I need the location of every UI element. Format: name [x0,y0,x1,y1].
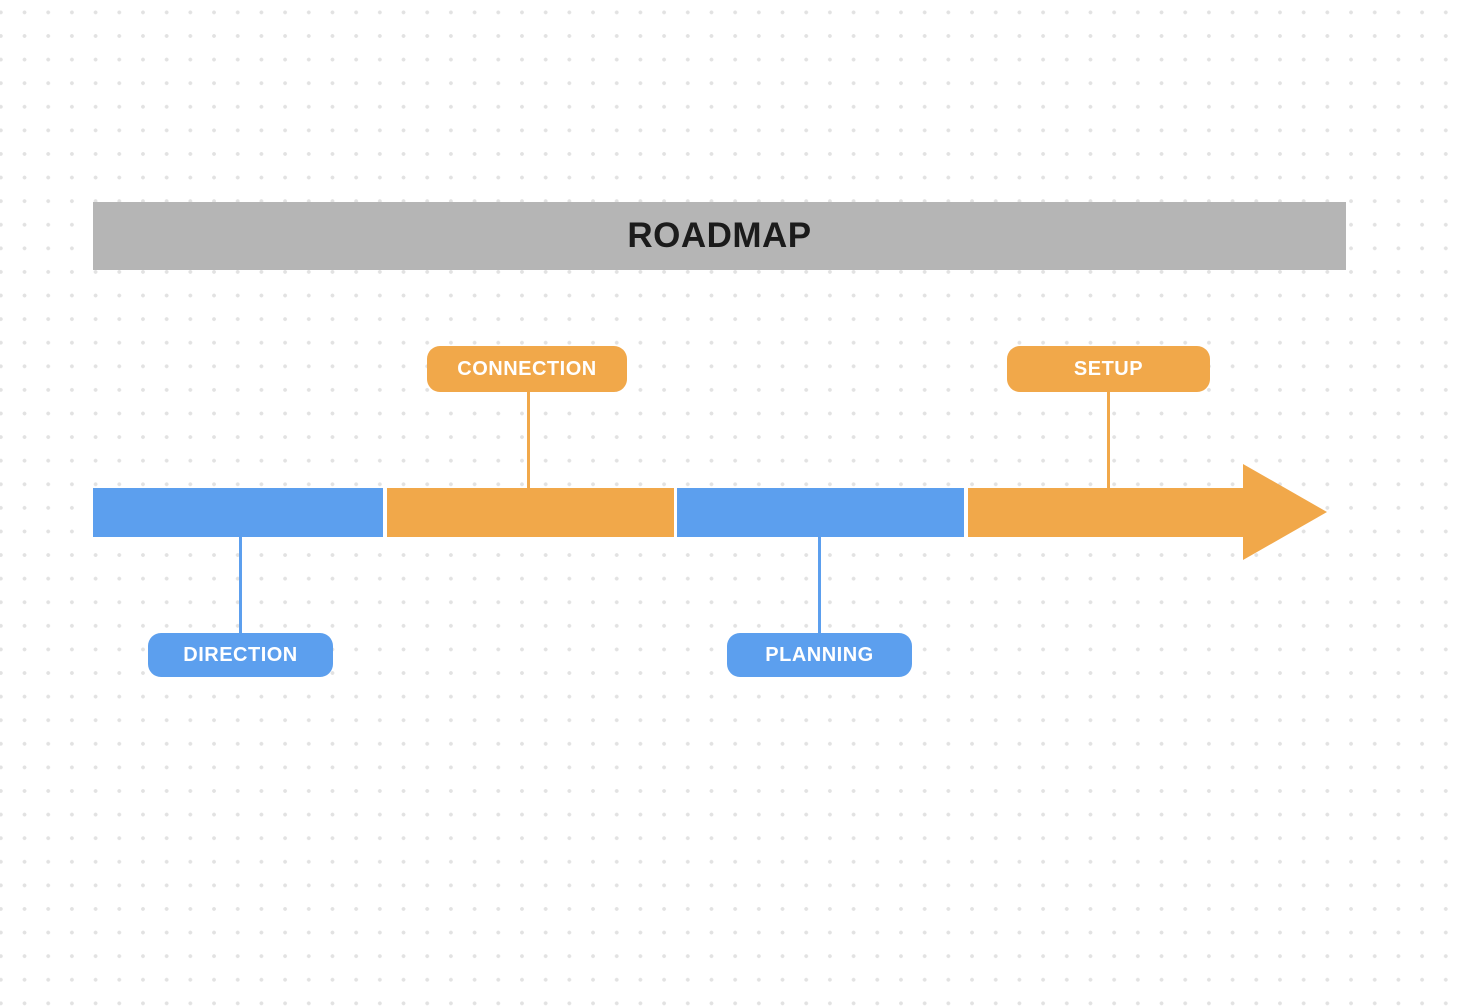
milestone-planning-label: PLANNING [765,643,874,666]
milestone-setup[interactable]: SETUP [1007,346,1210,392]
milestone-connection-label: CONNECTION [457,357,597,380]
timeline-segment-connection[interactable] [387,488,674,537]
milestone-direction-label: DIRECTION [183,643,298,666]
timeline-segment-planning[interactable] [677,488,964,537]
milestone-planning[interactable]: PLANNING [727,633,912,677]
timeline-segment-setup[interactable] [968,488,1243,537]
milestone-direction[interactable]: DIRECTION [148,633,333,677]
connector-connection[interactable] [527,392,530,488]
connector-setup[interactable] [1107,392,1110,488]
connector-planning[interactable] [818,537,821,633]
connector-direction[interactable] [239,537,242,633]
timeline-arrowhead[interactable] [1243,464,1327,560]
milestone-setup-label: SETUP [1073,357,1144,380]
roadmap-title: ROADMAP [627,216,812,255]
timeline-segment-direction[interactable] [93,488,383,537]
milestone-connection[interactable]: CONNECTION [427,346,627,392]
roadmap-title-bar[interactable]: ROADMAP [93,202,1346,270]
